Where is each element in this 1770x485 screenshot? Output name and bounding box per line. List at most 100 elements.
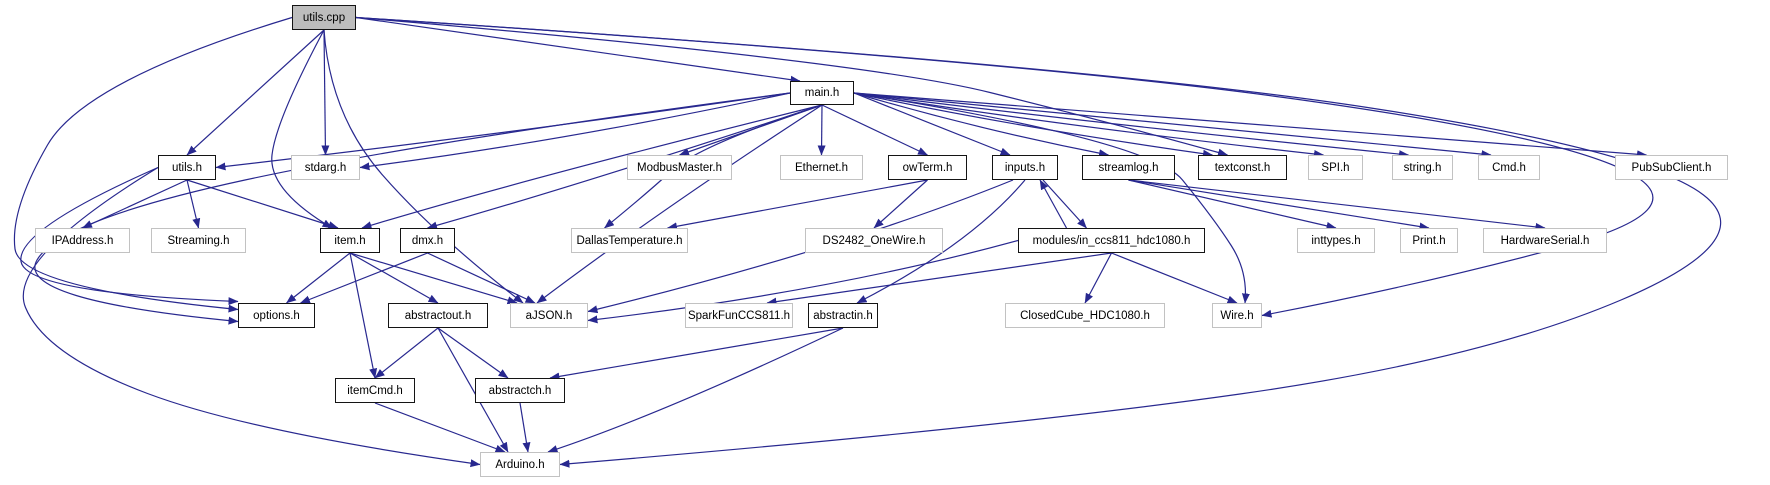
- edge-streamlog-h-to-inttypes-h: [1128, 179, 1337, 230]
- node-ajson-h: aJSON.h: [510, 303, 588, 328]
- node-label: streamlog.h: [1098, 161, 1159, 174]
- node-ipaddress-h: IPAddress.h: [35, 228, 130, 253]
- node-label: dmx.h: [411, 234, 444, 247]
- node-label: utils.h: [171, 161, 203, 174]
- node-abstractout-h[interactable]: abstractout.h: [388, 303, 488, 328]
- node-textconst-h[interactable]: textconst.h: [1198, 155, 1287, 180]
- node-pubsubclient-h: PubSubClient.h: [1615, 155, 1728, 180]
- edge-inputs-h-to-abstractin-h: [856, 179, 1026, 304]
- node-label: HardwareSerial.h: [1500, 234, 1590, 247]
- node-label: Cmd.h: [1492, 161, 1526, 174]
- edge-utils-cpp-to-item-h: [271, 29, 333, 229]
- edge-main-h-to-textconst-h: [853, 92, 1213, 158]
- edge-main-h-to-owterm-h: [821, 104, 928, 156]
- node-label: Arduino.h: [495, 458, 545, 471]
- edge-dmx-h-to-ajson-h: [427, 252, 536, 304]
- node-label: inputs.h: [1004, 161, 1046, 174]
- node-arduino-h: Arduino.h: [480, 452, 560, 477]
- edge-modules-in-ccs811-hdc1080-h-to-sparkfunccs811-h: [766, 252, 1112, 306]
- edge-group: [13, 16, 1722, 468]
- edge-utils-cpp-to-textconst-h: [355, 16, 1228, 157]
- edge-itemcmd-h-to-arduino-h: [374, 402, 506, 453]
- node-spi-h: SPI.h: [1308, 155, 1363, 180]
- node-label: SparkFunCCS811.h: [687, 309, 791, 322]
- node-ds2482-onewire-h: DS2482_OneWire.h: [805, 228, 943, 253]
- node-ethernet-h: Ethernet.h: [780, 155, 863, 180]
- node-abstractin-h[interactable]: abstractin.h: [808, 303, 878, 328]
- node-dallastemperature-h: DallasTemperature.h: [571, 228, 688, 253]
- edge-owterm-h-to-dallastemperature-h: [667, 179, 928, 231]
- edge-main-h-to-inputs-h: [853, 92, 1011, 156]
- node-label: modules/in_ccs811_hdc1080.h: [1032, 234, 1191, 247]
- edge-main-h-to-stdarg-h: [359, 92, 791, 171]
- node-label: ModbusMaster.h: [636, 161, 722, 174]
- node-itemcmd-h[interactable]: itemCmd.h: [335, 378, 415, 403]
- edge-main-h-to-options-h: [34, 92, 791, 325]
- edge-streamlog-h-to-print-h: [1128, 179, 1430, 231]
- node-dmx-h[interactable]: dmx.h: [400, 228, 455, 253]
- edge-utils-cpp-to-utils-h: [186, 29, 325, 156]
- edge-modules-in-ccs811-hdc1080-h-to-closedcube-hdc1080-h: [1084, 252, 1113, 304]
- node-label: string.h: [1403, 161, 1442, 174]
- edge-main-h-to-dmx-h: [427, 104, 823, 230]
- edge-owterm-h-to-ds2482-onewire-h: [873, 179, 928, 229]
- node-label: itemCmd.h: [347, 384, 403, 397]
- edge-utils-cpp-to-options-h: [13, 16, 293, 313]
- edge-modules-in-ccs811-hdc1080-h-to-ajson-h: [587, 239, 1019, 324]
- node-label: Ethernet.h: [794, 161, 849, 174]
- node-main-h[interactable]: main.h: [790, 81, 854, 105]
- node-label: Print.h: [1412, 234, 1446, 247]
- node-label: Streaming.h: [167, 234, 230, 247]
- edge-utils-cpp-to-main-h: [355, 16, 801, 84]
- node-label: abstractin.h: [813, 309, 873, 322]
- edge-main-h-to-string-h: [853, 92, 1409, 159]
- edge-main-h-to-item-h: [361, 104, 823, 230]
- node-label: IPAddress.h: [51, 234, 114, 247]
- node-hardwareserial-h: HardwareSerial.h: [1483, 228, 1607, 253]
- node-label: item.h: [334, 234, 366, 247]
- node-abstractch-h[interactable]: abstractch.h: [475, 378, 565, 403]
- node-item-h[interactable]: item.h: [320, 228, 380, 253]
- node-owterm-h[interactable]: owTerm.h: [888, 155, 967, 180]
- edge-abstractin-h-to-abstractch-h: [549, 327, 844, 381]
- edge-abstractch-h-to-arduino-h: [519, 402, 531, 453]
- edge-abstractout-h-to-itemcmd-h: [374, 327, 439, 379]
- edge-main-h-to-cmd-h: [853, 92, 1492, 159]
- node-inputs-h[interactable]: inputs.h: [992, 155, 1058, 180]
- node-utils-cpp: utils.cpp: [292, 5, 356, 30]
- edge-modules-in-ccs811-hdc1080-h-to-inputs-h: [1039, 179, 1068, 229]
- node-closedcube-hdc1080-h: ClosedCube_HDC1080.h: [1005, 303, 1165, 328]
- node-label: stdarg.h: [304, 161, 347, 174]
- edge-main-h-to-ajson-h: [536, 104, 823, 304]
- edge-streamlog-h-to-hardwareserial-h: [1128, 179, 1546, 231]
- node-label: abstractout.h: [404, 309, 472, 322]
- edge-utils-h-to-streaming-h: [186, 179, 201, 229]
- node-options-h[interactable]: options.h: [238, 303, 315, 328]
- edge-utils-h-to-ipaddress-h: [82, 179, 188, 229]
- node-inttypes-h: inttypes.h: [1297, 228, 1375, 253]
- node-label: aJSON.h: [525, 309, 573, 322]
- node-label: utils.cpp: [302, 11, 346, 24]
- node-label: inttypes.h: [1311, 234, 1361, 247]
- node-string-h: string.h: [1392, 155, 1453, 180]
- edge-dmx-h-to-options-h: [300, 252, 428, 304]
- edge-utils-cpp-to-arduino-h: [355, 16, 1722, 468]
- node-streamlog-h[interactable]: streamlog.h: [1082, 155, 1175, 180]
- edge-abstractout-h-to-arduino-h: [437, 327, 509, 453]
- node-label: options.h: [253, 309, 300, 322]
- node-utils-h[interactable]: utils.h: [158, 155, 216, 180]
- node-modules-in-ccs811-hdc1080-h[interactable]: modules/in_ccs811_hdc1080.h: [1018, 228, 1205, 253]
- edge-item-h-to-abstractout-h: [349, 252, 439, 304]
- node-streaming-h: Streaming.h: [151, 228, 246, 253]
- edge-item-h-to-ajson-h: [349, 252, 518, 305]
- node-sparkfunccs811-h: SparkFunCCS811.h: [685, 303, 793, 328]
- edge-item-h-to-itemcmd-h: [349, 252, 378, 379]
- edge-main-h-to-pubsubclient-h: [853, 92, 1647, 159]
- edge-utils-h-to-options-h: [20, 166, 239, 306]
- edge-utils-cpp-to-ajson-h: [323, 29, 524, 304]
- edge-item-h-to-options-h: [286, 252, 351, 304]
- node-modbusmaster-h: ModbusMaster.h: [627, 155, 732, 180]
- node-label: abstractch.h: [488, 384, 552, 397]
